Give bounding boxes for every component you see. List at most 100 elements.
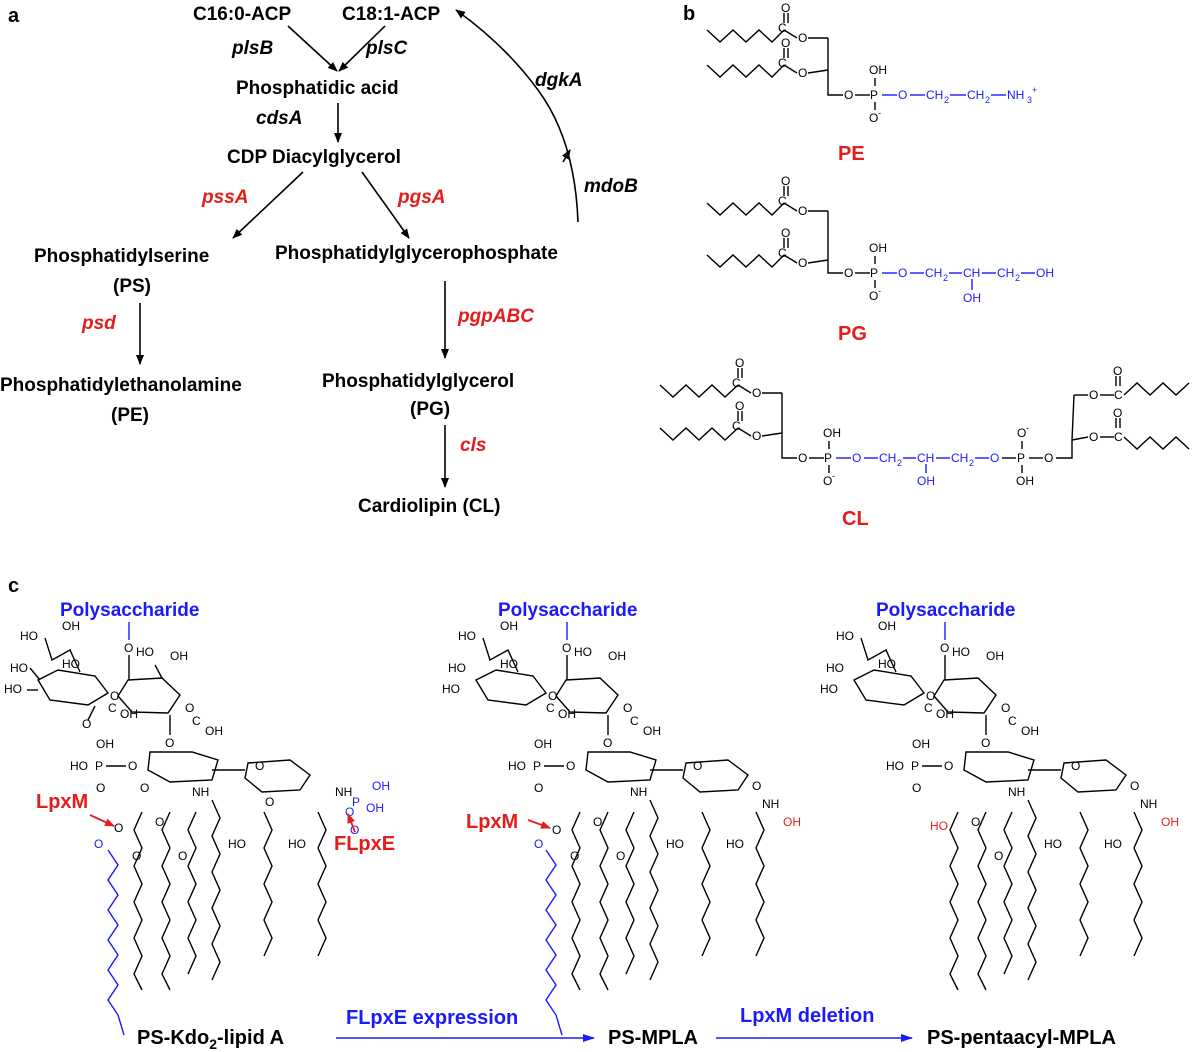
polysaccharide-label-3: Polysaccharide [876,600,1015,621]
phosphatidylglycerophosphate: Phosphatidylglycerophosphate [275,243,558,264]
svg-text:O: O [155,815,164,829]
compound-2-name: PS-MPLA [608,1027,698,1049]
svg-text:O: O [593,815,602,829]
svg-text:O: O [693,759,702,773]
svg-text:O: O [110,689,119,703]
svg-text:O: O [140,781,149,795]
svg-text:C: C [732,376,741,390]
svg-text:O: O [798,31,807,45]
svg-text:C: C [108,701,117,715]
svg-text:OH: OH [912,737,930,751]
svg-text:O: O [185,701,194,715]
svg-text:O: O [570,849,579,863]
gene-psd: psd [81,313,116,334]
svg-text:OH: OH [62,619,80,633]
svg-text:O: O [562,641,571,655]
svg-text:-: - [878,108,881,118]
svg-text:P: P [95,759,103,773]
svg-text:NH: NH [1140,797,1157,811]
svg-text:OH: OH [205,724,223,738]
svg-text:HO: HO [726,837,744,851]
svg-text:OH: OH [986,649,1004,663]
svg-text:O: O [912,781,921,795]
svg-text:OH: OH [1016,474,1034,488]
svg-text:OH: OH [366,801,384,815]
svg-text:C: C [192,714,201,728]
svg-text:OH: OH [1161,815,1179,829]
arrow-pgsa [361,171,410,239]
lpxm-label-2: LpxM [466,811,518,833]
svg-text:HO: HO [4,682,22,696]
svg-text:O: O [165,736,174,750]
svg-text:O: O [844,88,853,102]
arrow-pssa [232,171,304,239]
pe-abbr: (PE) [111,405,149,426]
svg-text:NH: NH [1008,785,1025,799]
svg-text:2: 2 [897,458,902,468]
svg-text:HO: HO [62,657,80,671]
svg-text:O: O [1113,406,1122,420]
svg-text:O: O [124,641,133,655]
svg-text:C: C [630,714,639,728]
c18-acp: C18:1-ACP [342,4,441,25]
step-flpxe-expression: FLpxE expression [346,1007,518,1029]
svg-text:O: O [823,474,832,488]
gene-cls: cls [460,435,486,456]
ps-abbr: (PS) [113,276,151,297]
phosphatidic-acid: Phosphatidic acid [236,78,399,99]
cdp-diacylglycerol: CDP Diacylglycerol [227,147,401,168]
svg-text:O: O [752,386,761,400]
svg-text:HO: HO [442,682,460,696]
svg-text:O: O [566,759,575,773]
svg-text:+: + [1032,85,1037,95]
svg-text:HO: HO [136,645,154,659]
svg-text:C: C [778,246,787,260]
svg-text:2: 2 [985,95,990,105]
svg-text:O: O [752,779,761,793]
svg-text:CH: CH [967,88,984,102]
svg-text:O: O [971,815,980,829]
svg-text:HO: HO [288,837,306,851]
svg-text:O: O [781,36,790,50]
svg-text:2: 2 [969,458,974,468]
svg-text:HO: HO [500,657,518,671]
arrow-mdob-mid [562,149,571,163]
svg-text:O: O [926,689,935,703]
phosphatidylethanolamine: Phosphatidylethanolamine [0,375,242,396]
svg-text:HO: HO [70,759,88,773]
svg-text:O: O [345,805,354,819]
svg-text:HO: HO [10,661,28,675]
svg-text:OH: OH [1036,266,1054,280]
svg-text:O: O [940,641,949,655]
svg-text:NH: NH [192,785,209,799]
svg-text:CH: CH [879,451,896,465]
svg-text:O: O [781,226,790,240]
svg-text:O: O [844,266,853,280]
gene-plsb: plsB [231,38,273,59]
svg-text:NH: NH [630,785,647,799]
svg-text:-: - [832,471,835,481]
svg-text:OH: OH [963,291,981,305]
svg-text:P: P [352,795,360,809]
svg-text:2: 2 [944,95,949,105]
svg-text:HO: HO [1104,837,1122,851]
svg-text:O: O [534,837,543,851]
svg-text:O: O [735,356,744,370]
svg-text:O: O [981,736,990,750]
gene-pgsa: pgsA [397,187,446,208]
svg-text:OH: OH [534,737,552,751]
gene-pgpabc: pgpABC [457,306,534,327]
svg-text:O: O [114,821,123,835]
svg-text:HO: HO [458,629,476,643]
svg-text:HO: HO [574,645,592,659]
svg-text:O: O [798,66,807,80]
gene-mdob: mdoB [584,176,638,197]
polysaccharide-label-2: Polysaccharide [498,600,637,621]
svg-text:HO: HO [836,629,854,643]
svg-text:HO: HO [666,837,684,851]
svg-text:P: P [911,759,919,773]
svg-text:CH: CH [926,88,943,102]
gene-dgka: dgkA [535,70,583,91]
